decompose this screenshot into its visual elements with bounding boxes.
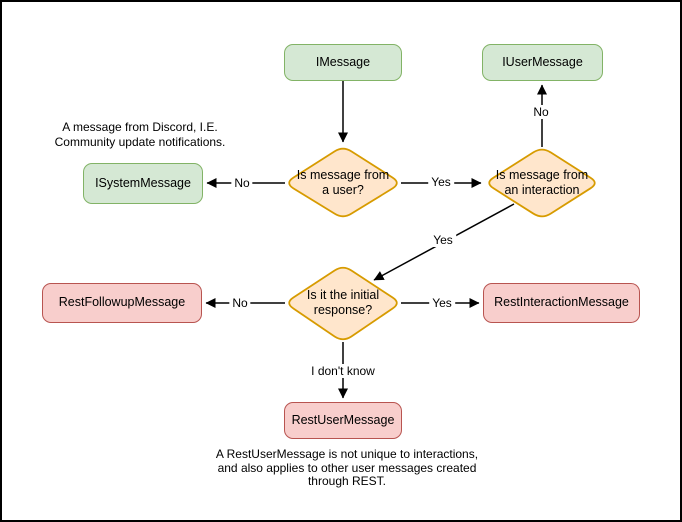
edge-label-from-user-no: No: [231, 176, 253, 190]
decision-from-user-shape: [288, 147, 398, 218]
decision-from-user-label: Is message from a user?: [296, 168, 390, 197]
node-imessage-label: IMessage: [315, 54, 371, 69]
node-isystemmessage: ISystemMessage: [83, 163, 203, 204]
system-message-note: A message from Discord, I.E. Community u…: [54, 120, 226, 149]
node-imessage: IMessage: [284, 44, 402, 81]
node-iusermessage-label: IUserMessage: [502, 54, 583, 69]
edge-label-from-user-yes: Yes: [428, 175, 454, 189]
decision-initial-response-shape: [288, 266, 398, 341]
node-restusermessage-label: RestUserMessage: [291, 412, 395, 427]
decision-initial-response-label: Is it the initial response?: [306, 288, 380, 317]
edge-label-initial-no: No: [229, 296, 251, 310]
node-restusermessage: RestUserMessage: [284, 402, 402, 439]
node-restinteractionmessage-label: RestInteractionMessage: [494, 295, 629, 310]
rest-user-message-note: A RestUserMessage is not unique to inter…: [215, 446, 479, 488]
node-restfollowupmessage: RestFollowupMessage: [42, 283, 202, 323]
edge-label-initial-yes: Yes: [429, 296, 455, 310]
edge-label-from-interaction-yes: Yes: [430, 233, 456, 247]
edge-label-initial-unknown: I don't know: [308, 364, 378, 378]
node-isystemmessage-label: ISystemMessage: [95, 175, 191, 190]
node-restfollowupmessage-label: RestFollowupMessage: [58, 295, 186, 310]
edge-label-from-interaction-no: No: [530, 105, 552, 119]
decision-from-interaction-shape: [488, 148, 596, 218]
node-restinteractionmessage: RestInteractionMessage: [483, 283, 640, 323]
decision-from-interaction-label: Is message from an interaction: [495, 168, 589, 197]
node-iusermessage: IUserMessage: [482, 44, 603, 81]
